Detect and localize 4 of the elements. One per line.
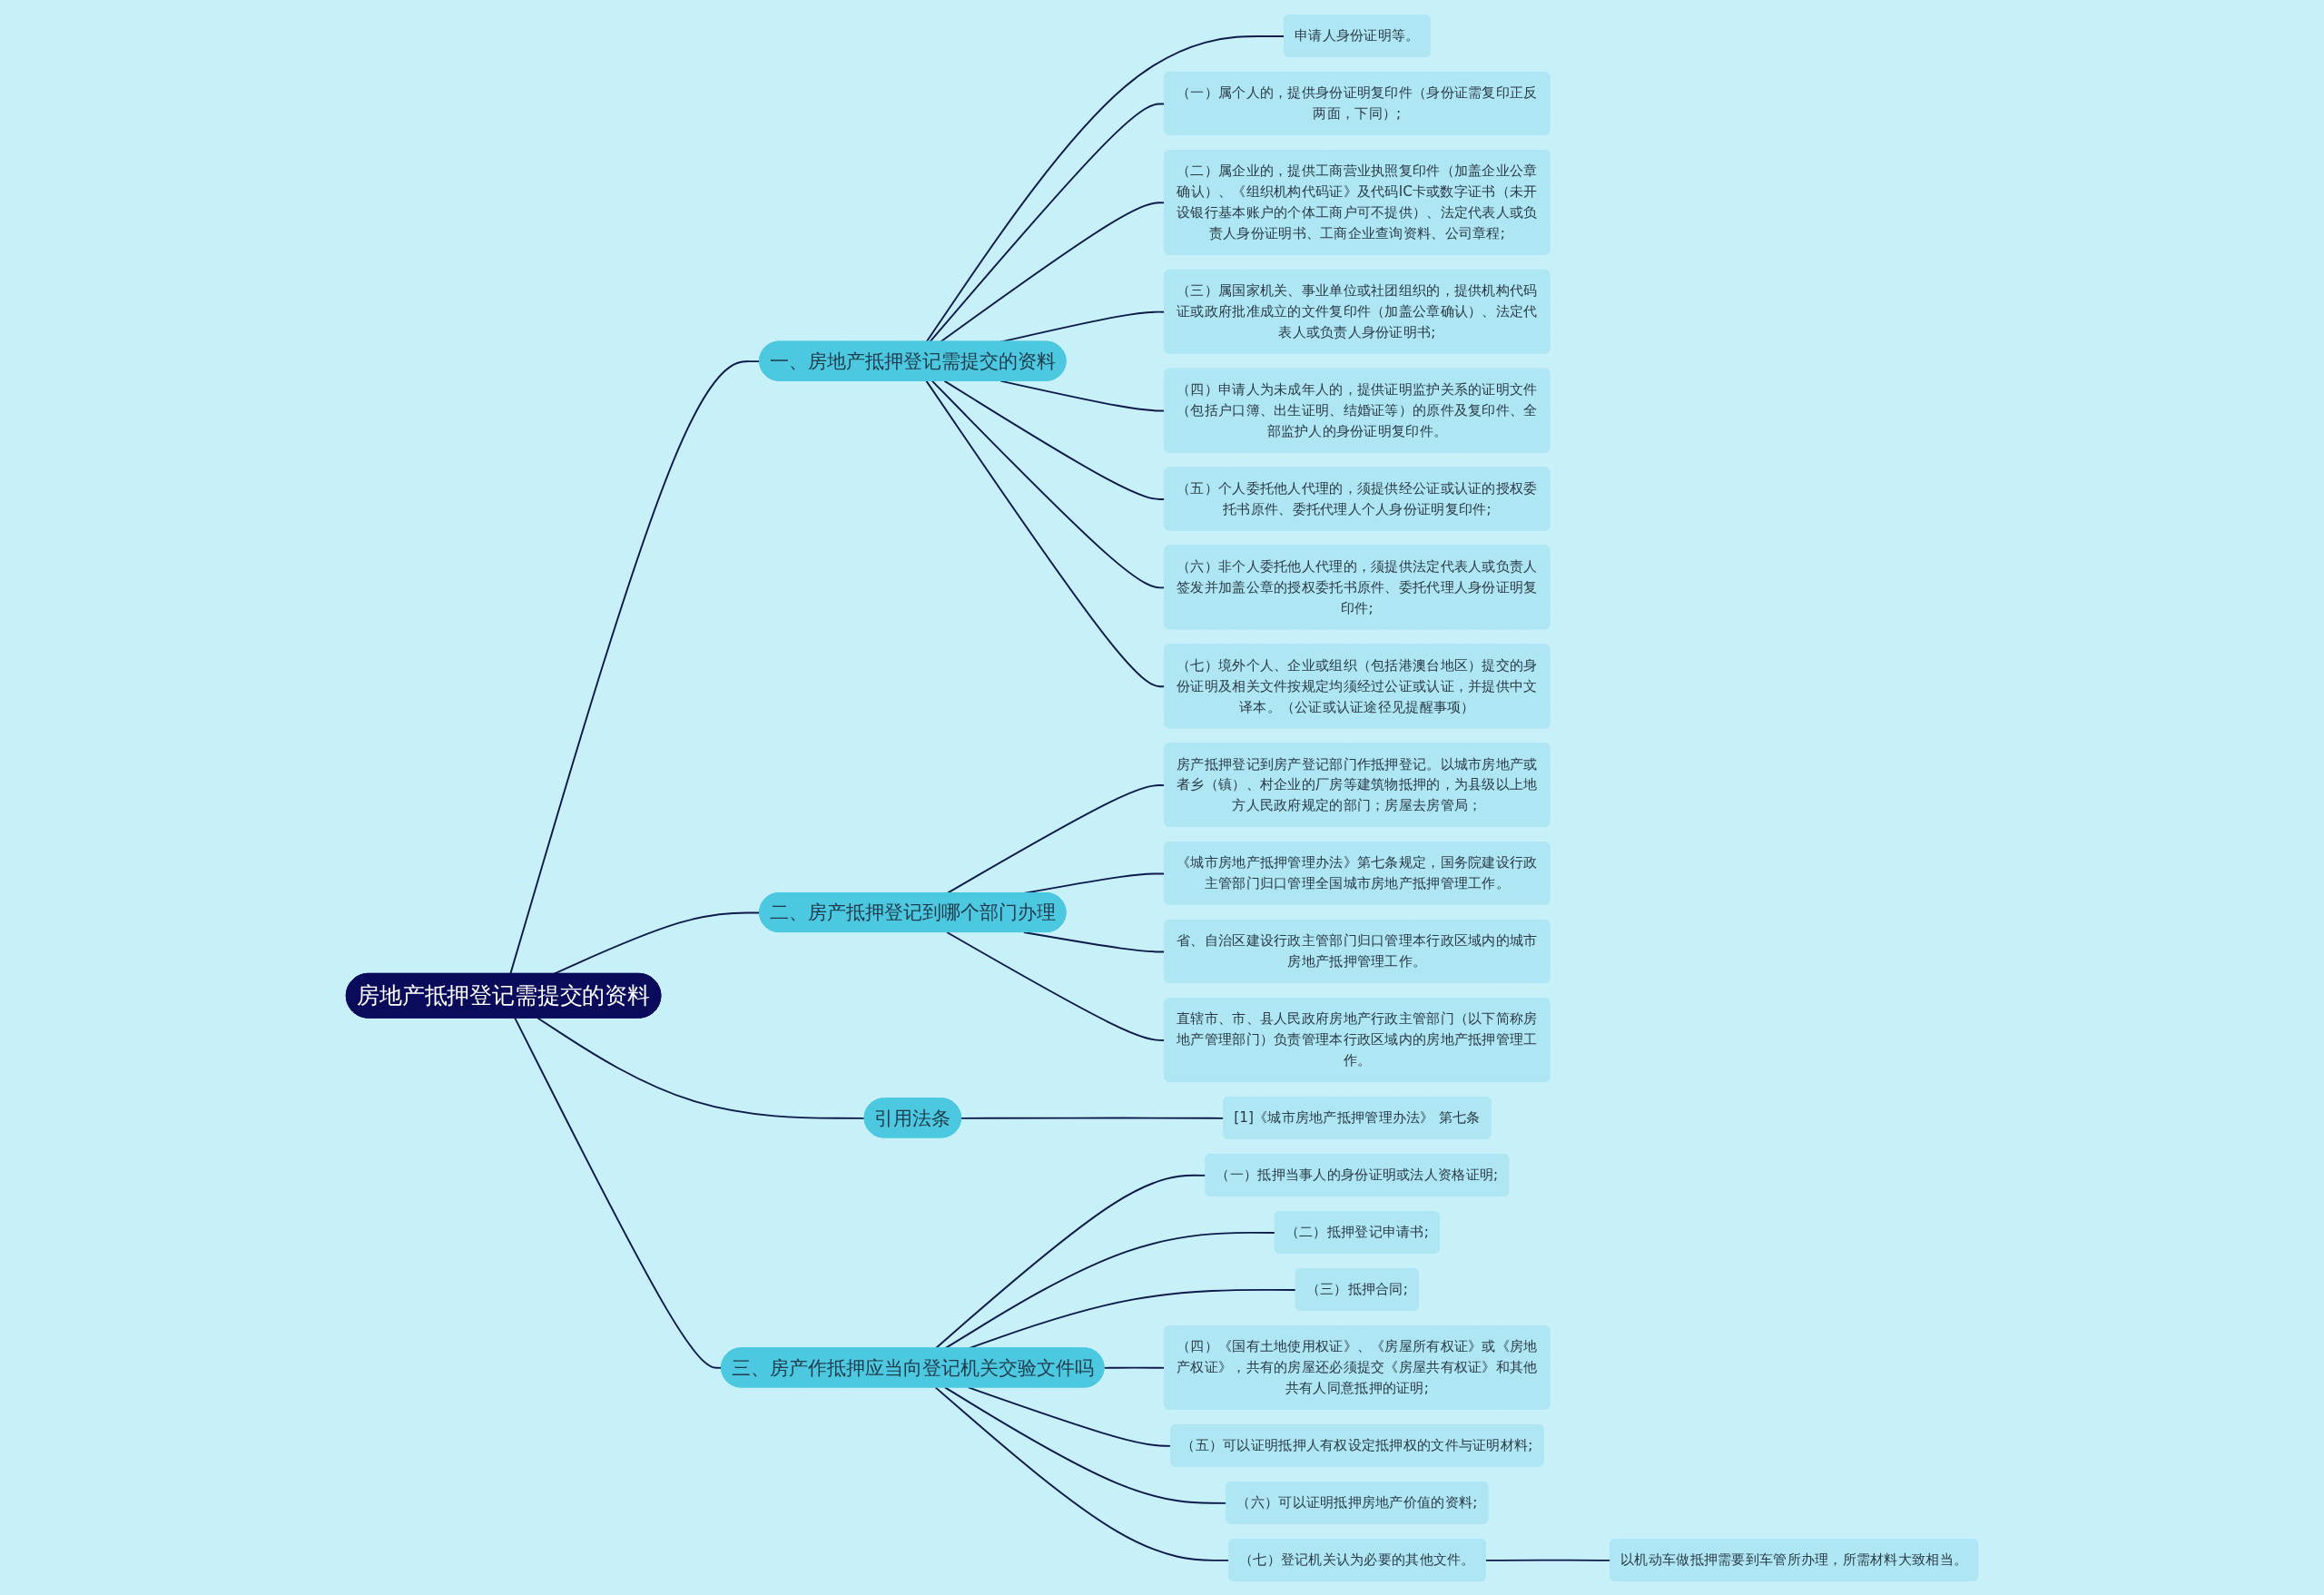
connector — [944, 1231, 1276, 1349]
connector — [934, 1174, 1207, 1349]
connector — [934, 1385, 1230, 1561]
connector — [537, 1017, 866, 1119]
